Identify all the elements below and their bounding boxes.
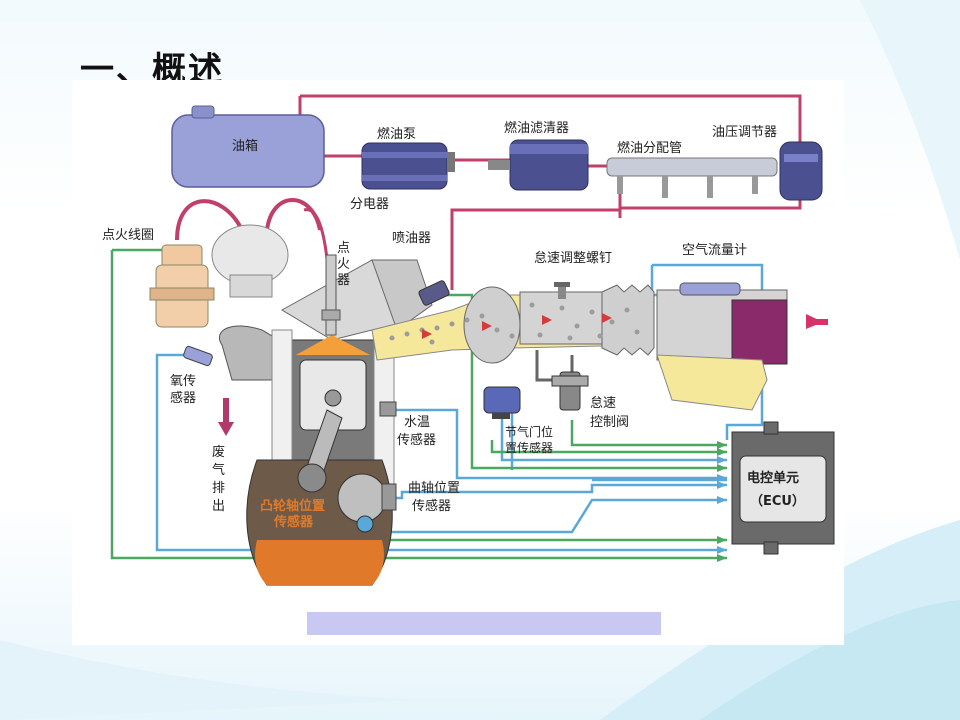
ignition-coil <box>149 244 215 328</box>
cam-position-sensor <box>356 515 374 533</box>
oxygen-sensor-label-2: 感器 <box>170 390 196 406</box>
fuel-rail-label: 燃油分配管 <box>617 140 682 156</box>
crank-sensor-label-1: 曲轴位置 <box>408 481 460 496</box>
spark-plug-label-3: 器 <box>337 273 350 288</box>
fuel-injector <box>418 280 450 306</box>
intake-tract <box>371 282 655 364</box>
diagram-canvas: 油箱 燃油泵 燃油滤清器 燃油分配管 油压调节器 点火线圈 分电器 <box>102 94 835 586</box>
engine-block <box>219 259 433 586</box>
idle-valve-label-1: 怠速 <box>590 395 616 411</box>
pressure-regulator <box>779 141 823 201</box>
air-flow-meter-label: 空气流量计 <box>682 242 747 258</box>
caption-bar <box>307 612 661 635</box>
fuel-filter-label: 燃油滤清器 <box>504 120 569 136</box>
spark-plug-label-1: 点 <box>337 241 350 256</box>
coolant-sensor <box>379 401 397 417</box>
cam-sensor-label-2: 传感器 <box>273 514 314 530</box>
distributor-label: 分电器 <box>350 197 389 212</box>
spark-plug <box>321 254 341 336</box>
fuel-tank <box>171 105 325 188</box>
fuel-filter <box>488 139 589 191</box>
distributor <box>211 224 289 298</box>
exhaust-label-4: 出 <box>212 499 225 514</box>
ecu-label-2: （ECU） <box>750 493 805 509</box>
idle-screw-label: 怠速调整螺钉 <box>534 250 612 266</box>
exhaust-label-2: 气 <box>212 462 225 478</box>
oxygen-sensor-label-1: 氧传 <box>170 374 196 389</box>
ecu-unit <box>731 421 835 555</box>
exhaust-label-1: 废 <box>212 444 225 460</box>
idle-control-valve <box>535 350 589 411</box>
injector-label: 喷油器 <box>392 231 431 246</box>
throttle-sensor-label-2: 置传感器 <box>505 440 553 455</box>
efi-system-diagram: 油箱 燃油泵 燃油滤清器 燃油分配管 油压调节器 点火线圈 分电器 <box>72 80 844 645</box>
ecu-label-1: 电控单元 <box>747 470 799 486</box>
coolant-sensor-label-1: 水温 <box>404 415 430 430</box>
ecu-input-arrows <box>717 441 727 562</box>
fuel-rail <box>606 157 778 198</box>
idle-valve-label-2: 控制阀 <box>590 415 629 430</box>
spark-plug-label-2: 火 <box>337 257 350 272</box>
oxygen-sensor <box>183 345 213 367</box>
ignition-coil-label: 点火线圈 <box>102 228 154 243</box>
exhaust-arrow <box>218 398 234 436</box>
crank-sensor-label-2: 传感器 <box>412 498 451 514</box>
throttle-position-sensor <box>483 386 521 419</box>
crank-position-sensor <box>381 483 397 511</box>
exhaust-label-3: 排 <box>212 481 225 496</box>
throttle-sensor-label-1: 节气门位 <box>505 424 553 439</box>
signal-lines <box>155 263 764 552</box>
pressure-regulator-label: 油压调节器 <box>712 125 777 140</box>
ecu-signal-arrows <box>717 456 727 554</box>
fuel-tank-label: 油箱 <box>232 138 258 154</box>
air-flow-meter <box>656 282 828 411</box>
fuel-pump <box>361 142 455 190</box>
fuel-pump-label: 燃油泵 <box>377 126 416 142</box>
coolant-sensor-label-2: 传感器 <box>397 432 436 448</box>
cam-sensor-label-1: 凸轮轴位置 <box>260 498 325 514</box>
control-lines <box>110 248 727 560</box>
